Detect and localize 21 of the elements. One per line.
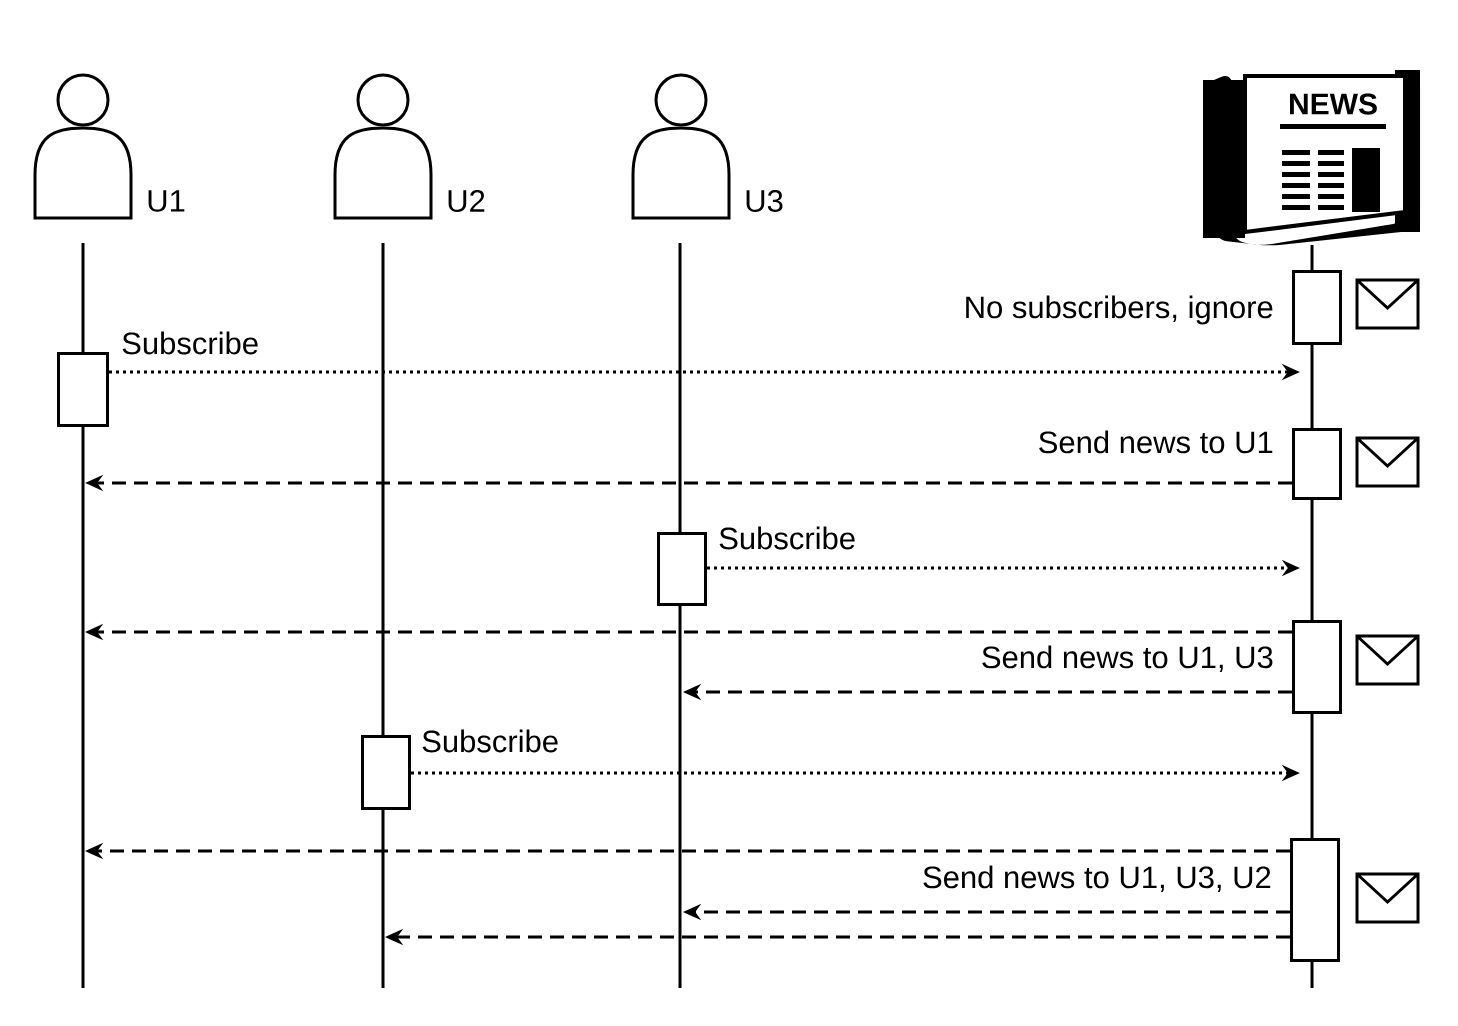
actor-label: U3	[746, 190, 783, 212]
edge-label: Subscribe	[122, 331, 258, 355]
message-label: Send news to U1	[1039, 430, 1273, 454]
activation-box	[1290, 838, 1340, 962]
activation-box	[1292, 620, 1342, 714]
activation-box	[1292, 270, 1342, 345]
person-icon	[33, 73, 133, 220]
activation-box	[57, 352, 109, 427]
activation-box	[657, 532, 707, 606]
edge-label: Subscribe	[719, 526, 855, 550]
actor-label: U1	[148, 190, 185, 212]
person-icon	[333, 73, 433, 220]
activation-box	[361, 735, 411, 810]
edge-label: Subscribe	[422, 729, 558, 753]
message-label: No subscribers, ignore	[966, 295, 1273, 325]
actor-label: U2	[448, 190, 485, 212]
person-icon	[631, 73, 731, 220]
message-label: Send news to U1, U3	[982, 645, 1273, 672]
newspaper-drawing: NEWS	[1203, 70, 1420, 246]
activation-box	[1292, 428, 1342, 500]
message-label: Send news to U1, U3, U2	[923, 865, 1271, 892]
